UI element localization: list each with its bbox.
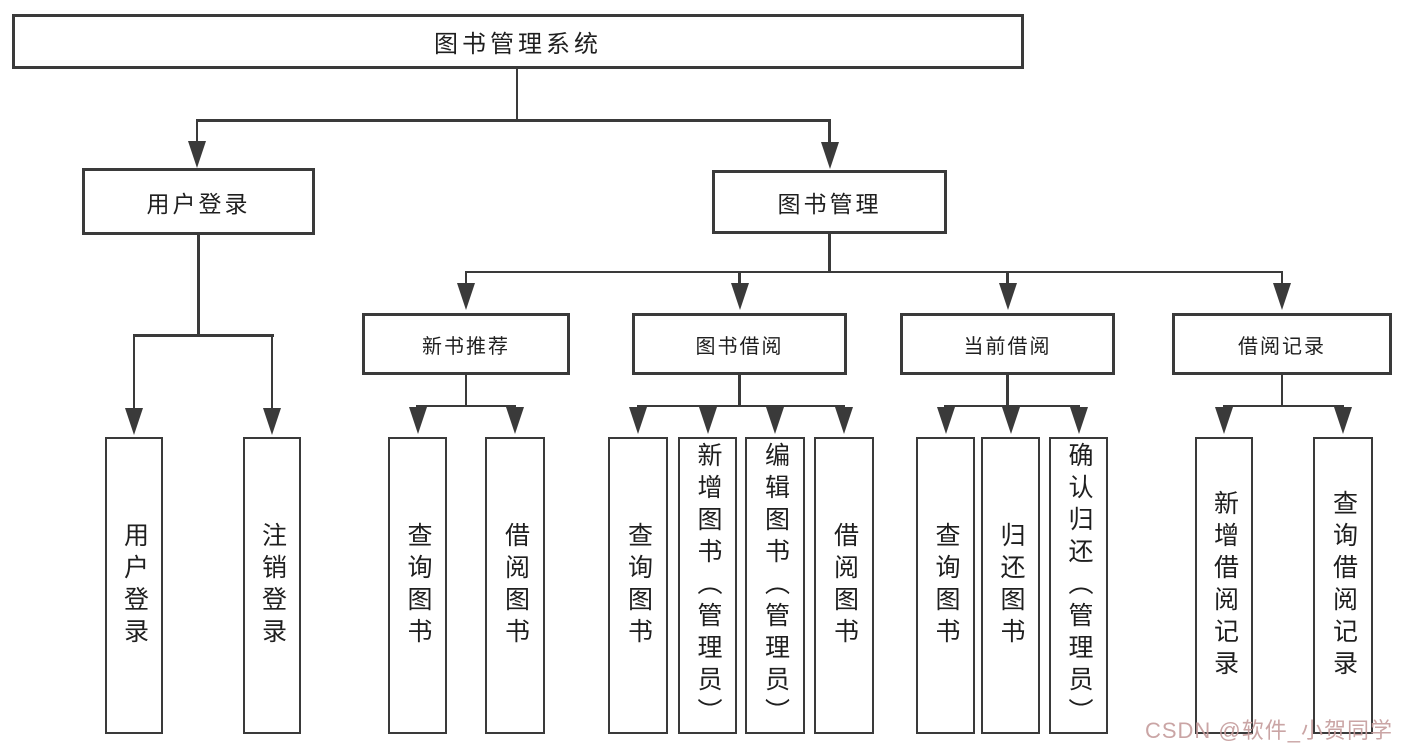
arrow-down-icon: [998, 283, 1017, 310]
node-current-borrowing: 当前借阅: [900, 313, 1115, 375]
arrow-down-icon: [698, 407, 717, 434]
node-edit-books-admin: 编辑图书（管理员）: [745, 437, 805, 734]
arrow-down-icon: [936, 407, 955, 434]
arrow-down-icon: [125, 408, 143, 435]
csdn-watermark: CSDN @软件_小贺同学: [1144, 718, 1393, 743]
node-borrow-books-borrowing: 借阅图书: [814, 437, 874, 734]
connector-cb-drop: [1006, 375, 1009, 406]
connector-br-span: [1222, 404, 1345, 407]
node-user-login-leaf: 用户登录: [105, 437, 163, 734]
arrow-down-icon: [408, 407, 427, 434]
node-logout-leaf: 注销登录: [243, 437, 301, 734]
node-query-borrow-record: 查询借阅记录: [1313, 437, 1373, 734]
arrow-down-icon: [629, 407, 647, 434]
node-query-books-recommend: 查询图书: [388, 437, 447, 734]
connector-book-management-drop: [828, 234, 831, 273]
node-user-login: 用户登录: [82, 168, 315, 235]
connector-bb-drop: [738, 375, 741, 406]
node-add-books-admin: 新增图书（管理员）: [678, 437, 737, 734]
arrow-down-icon: [188, 141, 206, 168]
connector-shaft-user-login-leaf: [132, 336, 136, 409]
node-book-management: 图书管理: [712, 170, 947, 234]
connector-root-span: [195, 119, 831, 122]
node-borrowing-records: 借阅记录: [1172, 313, 1392, 375]
arrow-down-icon: [1215, 407, 1233, 434]
connector-nbr-span: [416, 404, 517, 407]
connector-cb-span: [944, 404, 1080, 407]
node-return-books: 归还图书: [981, 437, 1040, 734]
connector-user-login-span: [132, 334, 275, 337]
connector-bb-span: [636, 404, 846, 407]
connector-br-drop: [1280, 373, 1284, 406]
arrow-down-icon: [1069, 407, 1088, 434]
node-library-system: 图书管理系统: [12, 14, 1024, 69]
node-add-borrow-record: 新增借阅记录: [1195, 437, 1253, 734]
node-confirm-return-admin: 确认归还（管理员）: [1049, 437, 1108, 734]
arrow-down-icon: [820, 142, 839, 169]
arrow-down-icon: [730, 283, 749, 310]
connector-shaft-logout-leaf: [270, 336, 274, 409]
connector-book-management-span: [464, 270, 1284, 273]
arrow-down-icon: [457, 283, 475, 310]
connector-user-login-drop: [197, 235, 200, 336]
arrow-down-icon: [1273, 283, 1291, 310]
node-borrow-books-recommend: 借阅图书: [485, 437, 545, 734]
connector-root-drop: [515, 68, 519, 121]
node-query-books-current: 查询图书: [916, 437, 975, 734]
node-book-borrowing: 图书借阅: [632, 313, 847, 375]
arrow-down-icon: [263, 408, 281, 435]
connector-shaft-borrowing-records: [1280, 272, 1284, 284]
connector-shaft-book-borrowing: [738, 272, 741, 284]
connector-shaft-current-borrowing: [1006, 272, 1009, 284]
arrow-down-icon: [1334, 407, 1352, 434]
arrow-down-icon: [835, 407, 853, 434]
node-query-books-borrowing: 查询图书: [608, 437, 668, 734]
arrow-down-icon: [1001, 407, 1020, 434]
arrow-down-icon: [506, 407, 524, 434]
connector-shaft-user-login: [195, 120, 199, 143]
node-new-book-recommend: 新书推荐: [362, 313, 570, 375]
connector-shaft-new-book-recommend: [464, 272, 468, 284]
connector-nbr-drop: [464, 375, 468, 406]
arrow-down-icon: [766, 407, 784, 434]
connector-shaft-book-management: [828, 120, 831, 143]
